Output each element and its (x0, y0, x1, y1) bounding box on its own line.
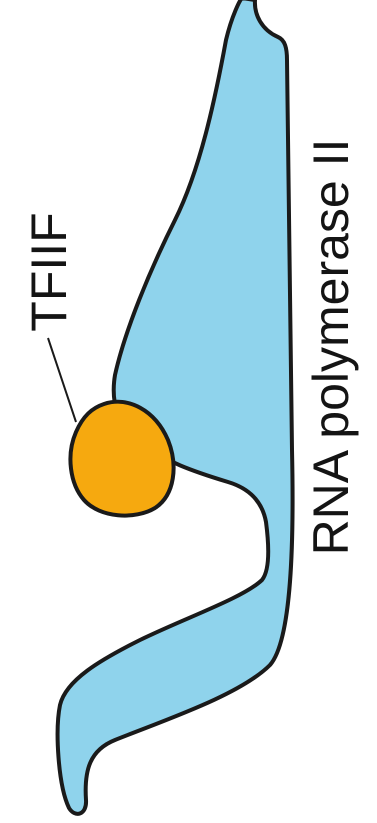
tfiif-label: TFIIF (24, 188, 80, 356)
rna-polymerase-ii-shape (58, 0, 293, 814)
rna-polymerase-ii-label: RNA polymerase II (306, 107, 362, 587)
